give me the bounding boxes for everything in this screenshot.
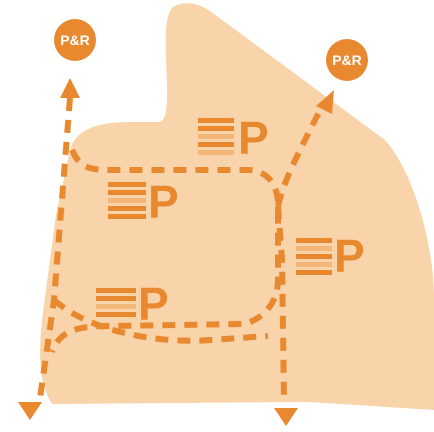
- route-right-vertical: [275, 205, 287, 401]
- route-to-right-pr: [275, 102, 327, 207]
- parking-sign-letter: P: [238, 112, 269, 164]
- arrow-head-icon: [274, 408, 298, 426]
- parking-sign-lower-left: P: [96, 278, 169, 330]
- arrow-head-icon: [316, 90, 334, 114]
- park-and-ride-left-label: P&R: [60, 32, 90, 48]
- parking-sign-icon: [108, 182, 146, 219]
- park-and-ride-right: P&R: [326, 39, 368, 81]
- parking-sign-letter: P: [334, 230, 365, 282]
- parking-sign-letter: P: [138, 278, 169, 330]
- arrow-head-icon: [60, 78, 80, 98]
- parking-sign-top: P: [198, 112, 269, 164]
- route-bottom-left: [52, 297, 269, 344]
- parking-sign-icon: [296, 238, 332, 275]
- parking-sign-letter: P: [148, 176, 179, 228]
- arrow-head-icon: [18, 402, 42, 420]
- route-upper-loop: [49, 148, 281, 354]
- parking-sign-right: P: [296, 230, 365, 282]
- parking-sign-middle-left: P: [108, 176, 179, 228]
- parking-sign-icon: [96, 288, 136, 317]
- park-and-ride-badge-icon: [54, 19, 96, 61]
- park-and-ride-right-label: P&R: [332, 52, 362, 68]
- arrow-heads: [18, 78, 334, 426]
- campus-area: [40, 3, 434, 410]
- park-and-ride-badge-icon: [326, 39, 368, 81]
- park-and-ride-left: P&R: [54, 19, 96, 61]
- route-lines: [37, 97, 327, 401]
- parking-sign-icon: [198, 118, 234, 155]
